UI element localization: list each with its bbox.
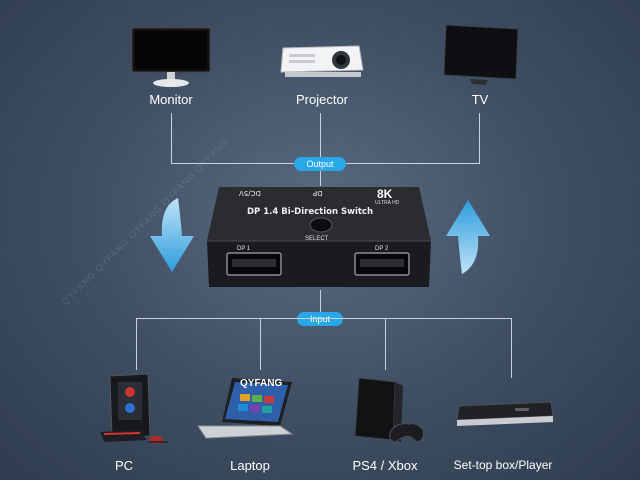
tv-label: TV [471, 92, 489, 107]
connector-line [320, 290, 321, 314]
laptop-icon: QYFANG [196, 376, 296, 444]
connector-line [320, 170, 321, 186]
monitor-label: Monitor [149, 92, 193, 107]
port1-label: DP 1 [237, 246, 251, 252]
projector-icon [279, 40, 365, 80]
dp-switch-device: DC/5V DP 8K ULTRA HD DP 1.4 Bi-Direction… [205, 183, 437, 291]
connector-line [511, 318, 512, 378]
dc-label: DC/5V [239, 189, 261, 197]
laptop-screen-text: QYFANG [240, 378, 283, 389]
badge-ultra-hd: ULTRA HD [375, 200, 400, 206]
laptop-label: Laptop [230, 458, 270, 473]
monitor-icon [131, 27, 211, 89]
connector-line [136, 318, 511, 319]
connector-line [385, 318, 386, 370]
switch-title: DP 1.4 Bi-Direction Switch [247, 207, 374, 217]
connector-line [479, 113, 480, 163]
connector-line [136, 318, 137, 370]
badge-8k: 8K [377, 187, 393, 201]
output-pill: Output [294, 157, 346, 171]
arrow-down-icon [146, 196, 198, 274]
dp-top-label: DP [313, 189, 323, 197]
connector-line [320, 113, 321, 157]
projector-label: Projector [295, 92, 349, 107]
connector-line [171, 113, 172, 163]
port2-label: DP 2 [375, 246, 389, 252]
console-label: PS4 / Xbox [352, 458, 418, 473]
arrow-up-icon [442, 198, 494, 276]
set-top-box-icon [455, 396, 555, 430]
tv-icon [440, 23, 520, 87]
game-console-icon [345, 376, 425, 446]
connector-line [260, 318, 261, 370]
select-label: SELECT [305, 236, 329, 242]
pc-label: PC [114, 458, 134, 473]
input-pill: Input [297, 312, 343, 326]
set-top-box-label: Set-top box/Player [453, 458, 553, 472]
pc-tower-icon [98, 372, 170, 448]
